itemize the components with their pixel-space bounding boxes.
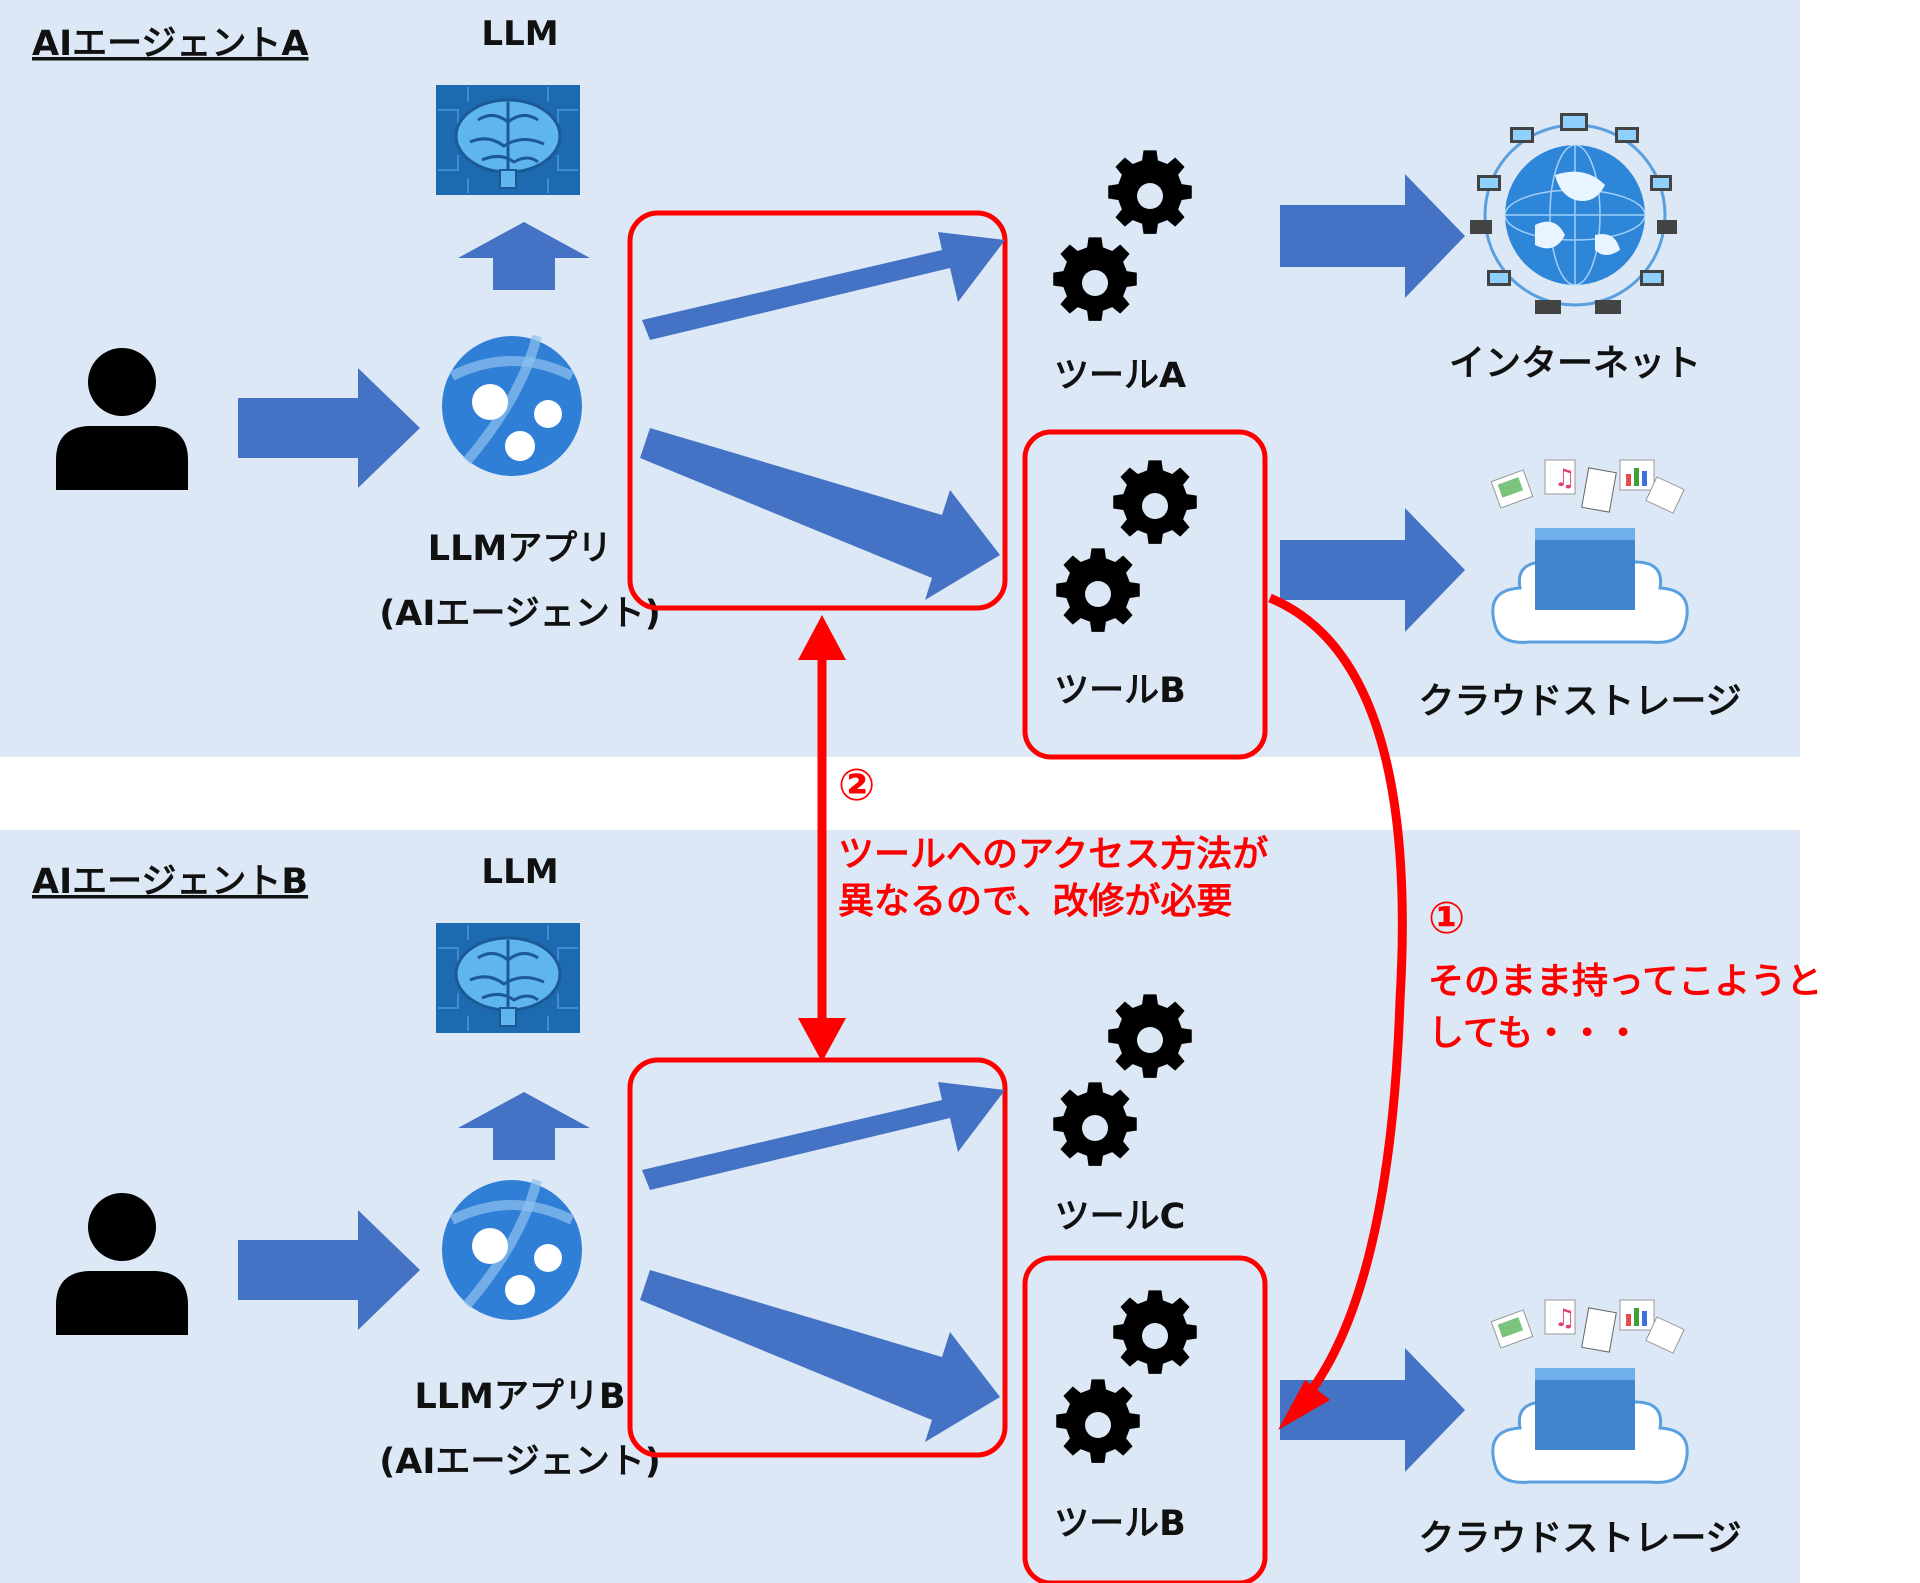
note2-line2: 異なるので、改修が必要 [838,881,1233,922]
agent-b-storage-label: クラウドストレージ [1418,1518,1741,1559]
agent-b-app-label-2: (AIエージェント) [379,1442,660,1482]
agent-b-access-highlight [627,1057,1008,1458]
agent-b-llm-label: LLM [481,852,558,892]
agent-a-tool-b-highlight [1022,429,1268,760]
agent-a-title: AIエージェントA [32,24,309,64]
arrow-user-to-app-a [238,368,420,488]
gear-icon [1053,237,1137,321]
arrow-user-to-app-b [238,1210,420,1330]
note1-line2: しても・・・ [1428,1013,1641,1054]
arrow-tool-b-to-storage-a [1280,508,1465,632]
web-app-icon [442,336,582,476]
curved-arrow-head [1278,1380,1330,1430]
agent-a-app-label-2: (AIエージェント) [379,594,660,634]
brain-chip-icon [434,83,582,197]
note2-number: ② [838,760,875,811]
double-arrow-head-bottom [798,1018,846,1062]
arrow-app-to-llm-b [458,1092,590,1160]
agent-b-app-label-1: LLMアプリB [414,1377,625,1417]
gear-icon [1053,1082,1137,1166]
brain-chip-icon [434,921,582,1035]
agent-a-tool-b-label: ツールB [1054,671,1186,711]
note1-line1: そのまま持ってこようと [1428,961,1822,1002]
gear-icon [1113,1290,1197,1374]
gear-icon [1056,548,1140,632]
arrow-to-tool-b-a [640,428,1000,600]
gear-icon [1108,994,1192,1078]
note1-number: ① [1428,893,1465,944]
agent-b-tool-b-label: ツールB [1054,1504,1186,1544]
agent-b-tool-b-highlight [1022,1255,1268,1583]
agent-a-llm-label: LLM [481,14,558,54]
gear-icon [1056,1379,1140,1463]
internet-label: インターネット [1449,343,1701,384]
arrow-tool-a-to-internet [1280,174,1465,298]
arrow-tool-b-to-storage-b [1280,1348,1465,1472]
agent-a-storage-label: クラウドストレージ [1418,681,1741,722]
agent-a-access-highlight [627,210,1008,611]
double-arrow-head-top [798,615,846,660]
curved-arrow-copy-tool [1268,593,1407,1408]
agent-a-app-label-1: LLMアプリ [428,529,612,569]
arrow-to-tool-b-b [640,1270,1000,1442]
arrow-to-tool-a [642,232,1005,340]
web-app-icon [442,1180,582,1320]
note2-line1: ツールへのアクセス方法が [838,834,1268,875]
gear-icon [1108,150,1192,234]
tool-c-label: ツールC [1055,1197,1186,1237]
tool-a-label: ツールA [1054,356,1186,396]
arrow-to-tool-c [642,1082,1005,1190]
arrow-app-to-llm-a [458,222,590,290]
gear-icon [1113,460,1197,544]
agent-b-title: AIエージェントB [32,862,308,902]
